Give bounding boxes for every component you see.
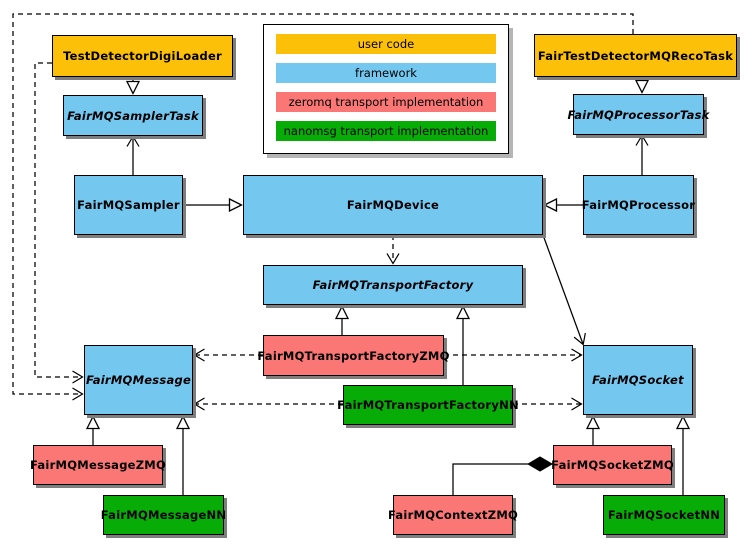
legend-label: zeromq transport implementation bbox=[288, 95, 484, 109]
node-fairmqsamplertask: FairMQSamplerTask bbox=[63, 95, 203, 136]
node-fairmqprocessor: FairMQProcessor bbox=[582, 175, 695, 235]
node-fairmqprocessortask: FairMQProcessorTask bbox=[567, 94, 709, 135]
node-testdetectordigiloader: TestDetectorDigiLoader bbox=[52, 35, 233, 77]
legend-item-zeromq: zeromq transport implementation bbox=[276, 92, 496, 112]
node-fairmqmessagezmq: FairMQMessageZMQ bbox=[30, 445, 166, 485]
node-fairmqtransportfactory: FairMQTransportFactory bbox=[263, 265, 523, 305]
node-fairmqmessage: FairMQMessage bbox=[84, 345, 193, 415]
node-fairmqtransportfactoryzmq: FairMQTransportFactoryZMQ bbox=[257, 335, 449, 376]
node-fairmqsocketzmq: FairMQSocketZMQ bbox=[551, 445, 674, 485]
edge-reco-message bbox=[12, 13, 634, 394]
node-fairmqcontextzmq: FairMQContextZMQ bbox=[388, 495, 518, 535]
node-fairmqmessagenn: FairMQMessageNN bbox=[101, 495, 226, 535]
node-fairtestdetectormqrecotask: FairTestDetectorMQRecoTask bbox=[534, 34, 737, 77]
legend-label: nanomsg transport implementation bbox=[283, 124, 489, 138]
legend-item-user-code: user code bbox=[276, 34, 496, 54]
legend-label: user code bbox=[357, 37, 415, 51]
legend: user code framework zeromq transport imp… bbox=[263, 24, 509, 154]
edge-context-sockzmq bbox=[452, 456, 553, 495]
node-fairmqsocketnn: FairMQSocketNN bbox=[603, 495, 725, 535]
edge-digi-message bbox=[34, 62, 82, 377]
node-fairmqdevice: FairMQDevice bbox=[243, 175, 543, 235]
legend-item-nanomsg: nanomsg transport implementation bbox=[276, 121, 496, 141]
edge-device-socket bbox=[542, 234, 583, 344]
legend-item-framework: framework bbox=[276, 63, 496, 83]
node-fairmqsampler: FairMQSampler bbox=[74, 175, 183, 235]
node-fairmqtransportfactorynn: FairMQTransportFactoryNN bbox=[337, 385, 519, 425]
legend-label: framework bbox=[355, 66, 417, 80]
node-fairmqsocket: FairMQSocket bbox=[583, 345, 693, 415]
